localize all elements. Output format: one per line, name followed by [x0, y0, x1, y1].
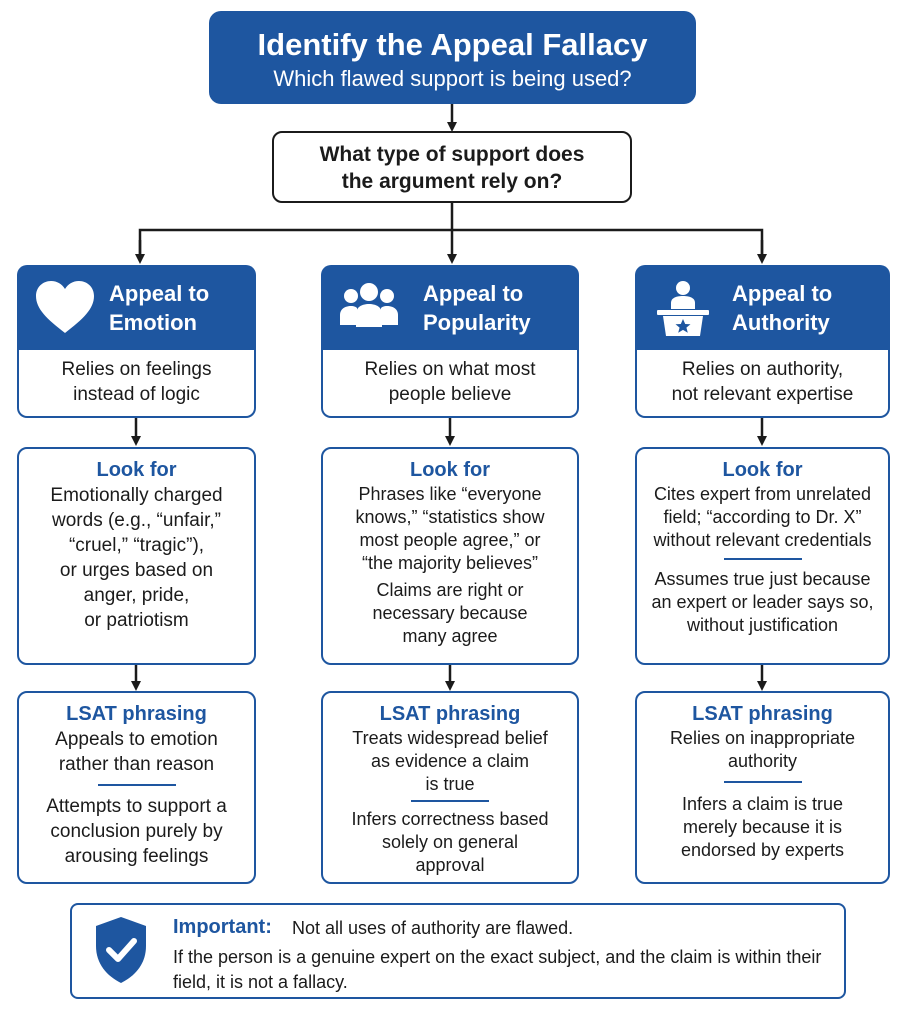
popularity-lsat-line: is true — [425, 774, 475, 794]
authority-lsat-line: authority — [727, 751, 798, 771]
authority-title: Appeal to Authority — [732, 279, 877, 337]
authority-look-for-line: field; “according to Dr. X” — [663, 507, 862, 527]
authority-desc-line2: not relevant expertise — [671, 384, 854, 405]
emotion-lsat-panel: LSAT phrasing Appeals to emotion rather … — [17, 691, 256, 884]
people-group-icon — [340, 283, 398, 327]
authority-lsat-line: endorsed by experts — [680, 840, 845, 860]
popularity-lsat-line: Treats widespread belief — [352, 728, 548, 748]
divider — [411, 800, 489, 802]
emotion-lsat-line: Attempts to support a — [46, 796, 227, 817]
popularity-look-for-line: many agree — [402, 626, 498, 646]
authority-title-line1: Appeal to — [732, 281, 833, 306]
popularity-title-line2: Popularity — [423, 310, 531, 335]
authority-lsat-line: merely because it is — [682, 817, 843, 837]
emotion-lsat-heading: LSAT phrasing — [66, 703, 207, 725]
emotion-look-for-line: anger, pride, — [83, 585, 190, 606]
popularity-lsat-line: solely on general — [381, 832, 519, 852]
popularity-title-line1: Appeal to — [423, 281, 524, 306]
popularity-lsat-line: approval — [415, 855, 485, 875]
popularity-lsat-heading: LSAT phrasing — [379, 703, 521, 725]
authority-desc-line1: Relies on authority, — [681, 359, 844, 380]
emotion-desc-line1: Relies on feelings — [61, 359, 212, 380]
diagram-title: Identify the Appeal Fallacy — [257, 27, 648, 62]
authority-look-for-line: without relevant credentials — [653, 530, 872, 550]
emotion-look-for-line: Emotionally charged — [50, 485, 223, 506]
emotion-desc-line2: instead of logic — [73, 384, 200, 405]
popularity-look-for-line: Phrases like “everyone — [358, 484, 542, 504]
authority-lsat-panel: LSAT phrasing Relies on inappropriate au… — [635, 691, 890, 884]
emotion-card-header: Appeal to Emotion — [17, 265, 256, 350]
emotion-lsat-line: Appeals to emotion — [55, 729, 218, 750]
popularity-desc-line2: people believe — [388, 384, 512, 405]
emotion-lsat-line: conclusion purely by — [50, 821, 223, 842]
emotion-look-for-line: “cruel,” “tragic”), — [68, 535, 205, 556]
emotion-description: Relies on feelings instead of logic — [17, 350, 256, 418]
divider — [723, 781, 802, 783]
diagram-title-box: Identify the Appeal Fallacy Which flawed… — [209, 11, 696, 104]
divider — [97, 784, 176, 786]
question-box: What type of support does the argument r… — [272, 131, 632, 203]
podium-speaker-icon — [657, 281, 709, 336]
popularity-look-for-line: Claims are right or — [376, 580, 524, 600]
diagram-subtitle: Which flawed support is being used? — [273, 66, 632, 91]
popularity-lsat-line: Infers correctness based — [351, 809, 549, 829]
divider — [723, 558, 802, 560]
authority-look-for-heading: Look for — [722, 459, 803, 481]
emotion-look-for-heading: Look for — [96, 459, 177, 481]
shield-check-icon — [96, 917, 146, 983]
authority-lsat-heading: LSAT phrasing — [692, 703, 833, 725]
emotion-lsat-line: arousing feelings — [64, 846, 209, 867]
emotion-look-for-line: words (e.g., “unfair,” — [52, 510, 221, 531]
popularity-lsat-panel: LSAT phrasing Treats widespread belief a… — [321, 691, 579, 884]
authority-lsat-line: Relies on inappropriate — [669, 728, 856, 748]
emotion-title-line1: Appeal to — [109, 281, 210, 306]
emotion-look-for-panel: Look for Emotionally charged words (e.g.… — [17, 447, 256, 665]
authority-look-for-line: an expert or leader says so, — [651, 592, 874, 612]
important-label: Important: — [173, 916, 272, 938]
authority-card-header: Appeal to Authority — [635, 265, 890, 350]
emotion-title-line2: Emotion — [109, 310, 197, 335]
popularity-look-for-line: necessary because — [372, 603, 528, 623]
popularity-lsat-line: as evidence a claim — [370, 751, 530, 771]
authority-look-for-line: Assumes true just because — [654, 569, 871, 589]
important-line1: Not all uses of authority are flawed. — [292, 918, 574, 938]
popularity-look-for-line: knows,” “statistics show — [355, 507, 545, 527]
heart-icon — [36, 281, 94, 333]
popularity-look-for-heading: Look for — [410, 459, 490, 481]
popularity-look-for-panel: Look for Phrases like “everyone knows,” … — [321, 447, 579, 665]
popularity-card-header: Appeal to Popularity — [321, 265, 579, 350]
emotion-look-for-line: or urges based on — [59, 560, 214, 581]
popularity-description: Relies on what most people believe — [321, 350, 579, 418]
emotion-look-for-text: Emotionally charged words (e.g., “unfair… — [19, 483, 254, 633]
authority-description: Relies on authority, not relevant expert… — [635, 350, 890, 418]
popularity-look-for-line: most people agree,” or — [359, 530, 541, 550]
authority-look-for-line: without justification — [686, 615, 839, 635]
authority-look-for-panel: Look for Cites expert from unrelated fie… — [635, 447, 890, 665]
important-line2: If the person is a genuine expert on the… — [173, 947, 822, 992]
authority-look-for-line: Cites expert from unrelated — [653, 484, 872, 504]
authority-lsat-line: Infers a claim is true — [681, 794, 844, 814]
important-note: Important: Not all uses of authority are… — [70, 903, 846, 999]
popularity-look-for-line: “the majority believes” — [361, 553, 539, 573]
authority-title-line2: Authority — [732, 310, 830, 335]
emotion-title: Appeal to Emotion — [109, 279, 254, 337]
popularity-title: Appeal to Popularity — [423, 279, 568, 337]
emotion-lsat-line: rather than reason — [58, 754, 215, 775]
popularity-desc-line1: Relies on what most — [364, 359, 536, 380]
emotion-look-for-line: or patriotism — [84, 610, 189, 631]
